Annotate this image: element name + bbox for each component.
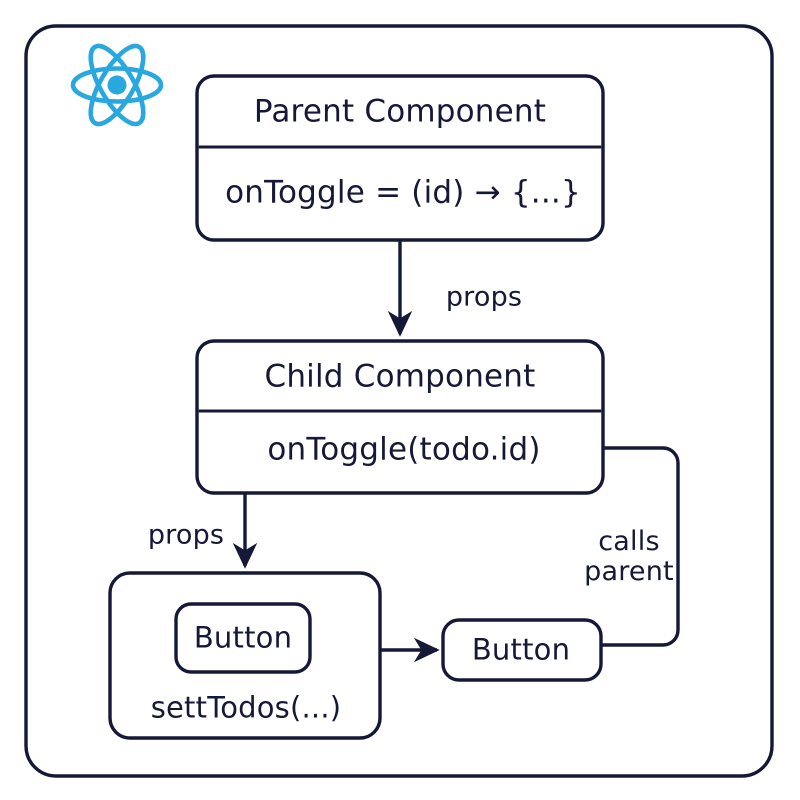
- outer-frame: [24, 24, 774, 778]
- edge-label-calls-parent-line1: calls: [598, 525, 660, 557]
- inner-button-box[interactable]: [174, 602, 312, 674]
- parent-component-title: Parent Component: [253, 93, 547, 130]
- button-group-caption: settTodos(...): [150, 690, 342, 725]
- external-button-label: Button: [471, 632, 571, 667]
- child-component-body: onToggle(todo.id): [267, 431, 541, 468]
- edge-label-props-parent-child: props: [445, 281, 523, 313]
- child-component-title: Child Component: [264, 358, 536, 395]
- edge-label-props-child-group: props: [147, 519, 225, 551]
- edge-callback-route: [600, 446, 680, 647]
- edge-label-calls-parent-line2: parent: [584, 556, 674, 587]
- edge-label-calls-parent: calls parent: [554, 525, 704, 587]
- external-button-box[interactable]: [441, 618, 603, 682]
- child-component-node[interactable]: [195, 339, 605, 495]
- react-logo-icon: [70, 43, 164, 127]
- parent-component-body: onToggle = (id) → {...}: [225, 174, 581, 211]
- inner-button-label: Button: [193, 620, 293, 655]
- child-component-box: [195, 339, 605, 495]
